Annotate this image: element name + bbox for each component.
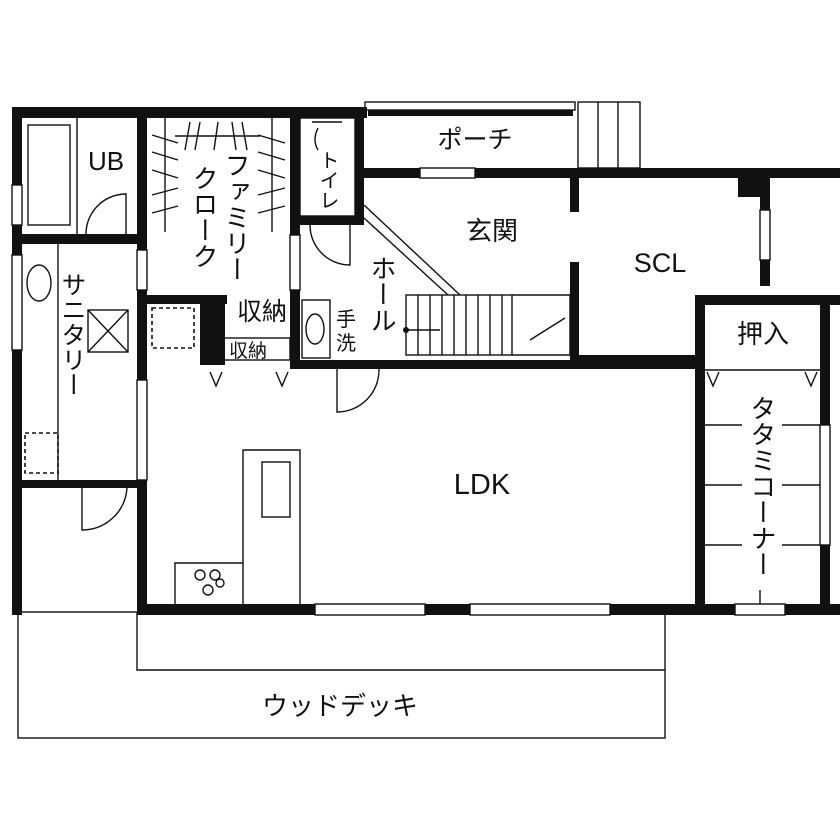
porch-label: ポーチ (437, 126, 512, 154)
family-cloak: ファミリー クローク (151, 118, 286, 282)
toilet-label: トイレ (316, 150, 338, 210)
sanitary: サニタリー (24, 244, 129, 531)
entrance-label: 玄関 (466, 216, 518, 246)
washbasin-label-2: 洗 (336, 332, 356, 355)
sanitary-label: サニタリー (58, 272, 86, 397)
walls (12, 107, 840, 615)
storage-upper-label: 収納 (237, 298, 287, 326)
wood-deck: ウッドデッキ (17, 611, 666, 739)
scl-label: SCL (634, 248, 687, 278)
porch: ポーチ (364, 101, 641, 169)
unit-bath: UB (27, 118, 127, 235)
kitchen (174, 449, 301, 604)
windows (11, 167, 831, 616)
storage-wash: 収納 収納 手 洗 (151, 298, 380, 413)
closet-tatami: 押入 タタミコーナー (705, 319, 820, 604)
storage-lower-label: 収納 (229, 340, 267, 362)
ub-label: UB (88, 146, 124, 176)
closet-label: 押入 (737, 319, 789, 349)
wood-deck-label: ウッドデッキ (262, 691, 418, 721)
family-cloak-label-1: ファミリー (221, 152, 251, 282)
ldk-label: LDK (454, 469, 511, 501)
stairs: ホール (363, 204, 571, 356)
family-cloak-label-2: クローク (189, 165, 219, 269)
washbasin-label-1: 手 (336, 308, 356, 331)
tatami-corner-label: タタミコーナー (747, 395, 777, 577)
hall-label: ホール (367, 255, 397, 333)
toilet: トイレ (299, 117, 356, 266)
